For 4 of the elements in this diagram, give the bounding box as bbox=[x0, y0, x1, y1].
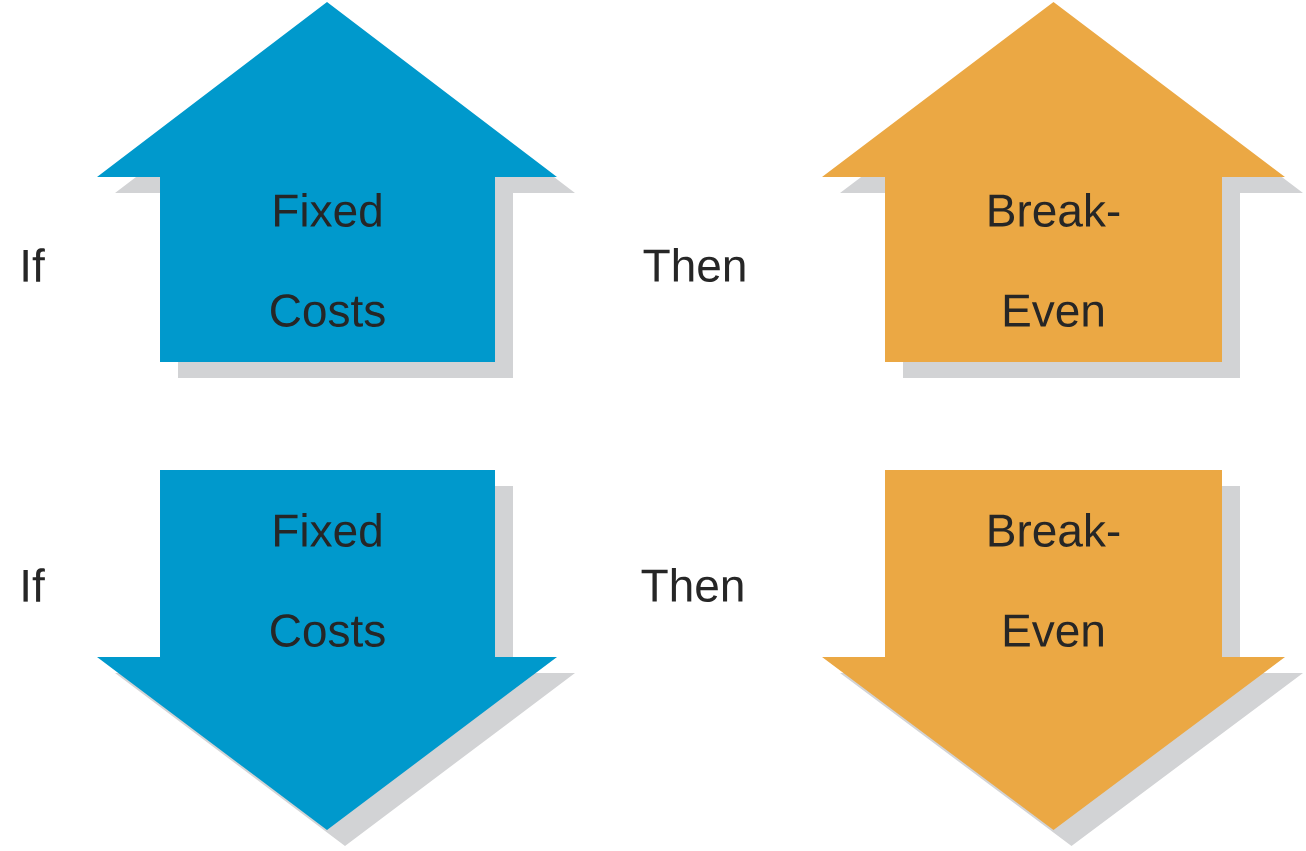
label-text: If bbox=[23, 248, 45, 282]
label-text: Then bbox=[643, 248, 745, 282]
label-text: Then bbox=[641, 568, 743, 602]
label-text: If bbox=[23, 568, 45, 602]
